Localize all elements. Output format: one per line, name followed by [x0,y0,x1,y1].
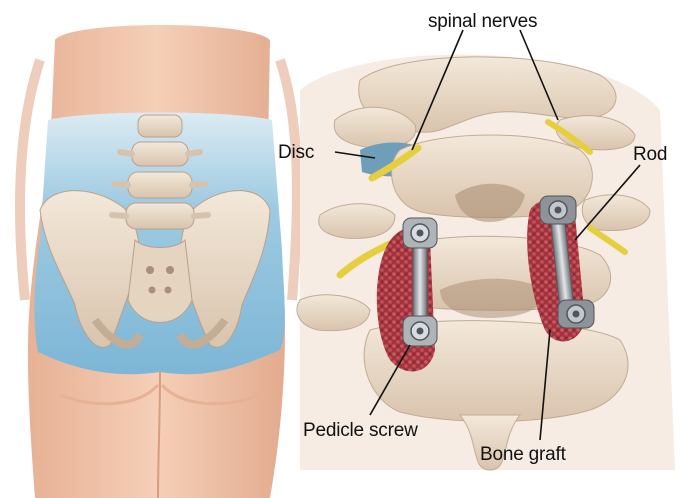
label-rod: Rod [633,144,667,165]
spine-closeup [297,55,675,470]
label-disc: Disc [278,142,314,163]
pedicle-screw-top-left [403,218,437,248]
pedicle-screw-bottom-right [558,300,594,328]
pedicle-screw-bottom-left [403,316,437,346]
label-spinal-nerves: spinal nerves [428,11,537,32]
label-pedicle-screw: Pedicle screw [303,420,418,441]
label-bone-graft: Bone graft [480,444,567,465]
pedicle-screw-top-right [540,196,576,224]
torso-back-view [20,25,297,498]
